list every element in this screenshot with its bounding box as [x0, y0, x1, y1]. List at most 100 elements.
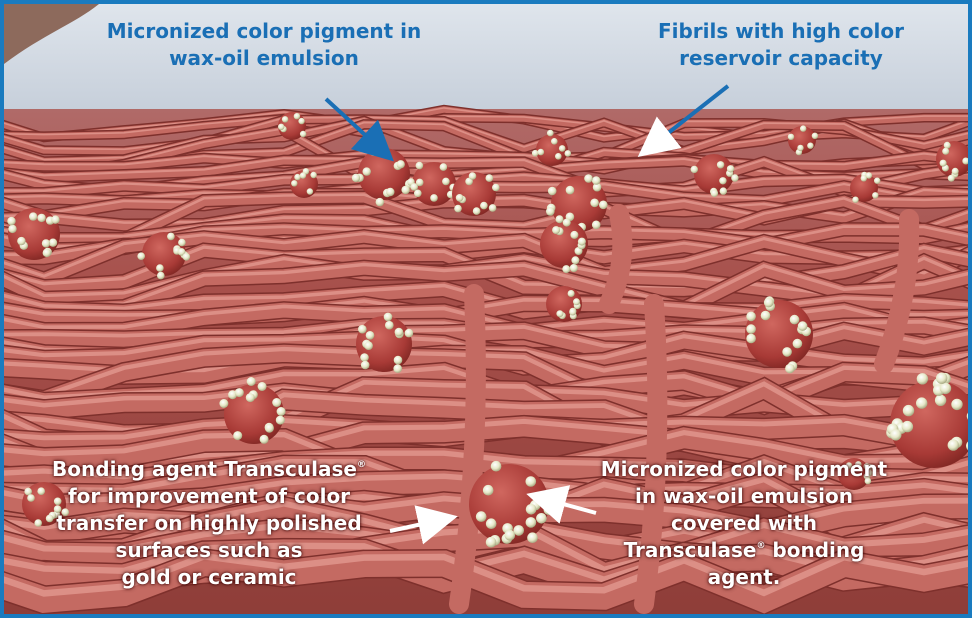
emulsion-droplet — [272, 398, 281, 407]
emulsion-droplet — [546, 207, 555, 216]
emulsion-droplet — [746, 312, 756, 322]
emulsion-droplet — [233, 431, 242, 440]
emulsion-droplet — [731, 174, 738, 181]
emulsion-droplet — [416, 162, 424, 170]
emulsion-droplet — [394, 356, 403, 365]
emulsion-droplet — [573, 298, 580, 305]
emulsion-droplet — [414, 190, 422, 198]
emulsion-droplet — [746, 324, 756, 334]
label-pigment-wax-oil: Micronized color pigment in wax-oil emul… — [64, 18, 464, 72]
emulsion-droplet — [278, 124, 284, 130]
emulsion-droplet — [298, 118, 304, 124]
emulsion-droplet — [300, 131, 306, 137]
emulsion-droplet — [948, 439, 959, 450]
emulsion-droplet — [948, 175, 955, 182]
emulsion-droplet — [376, 198, 384, 206]
emulsion-droplet — [571, 256, 579, 264]
emulsion-droplet — [592, 221, 601, 230]
label-covered-line5: agent. — [564, 564, 924, 591]
emulsion-droplet — [405, 329, 414, 338]
emulsion-droplet — [807, 143, 813, 149]
emulsion-droplet — [570, 264, 578, 272]
emulsion-droplet — [936, 373, 947, 384]
emulsion-droplet — [246, 393, 255, 402]
emulsion-droplet — [935, 395, 946, 406]
emulsion-droplet — [538, 149, 545, 156]
emulsion-droplet — [797, 145, 803, 151]
emulsion-droplet — [258, 382, 267, 391]
label-covered-pigment: Micronized color pigment in wax-oil emul… — [564, 456, 924, 591]
label-bonding-line2: for improvement of color — [14, 483, 404, 510]
emulsion-droplet — [442, 178, 450, 186]
emulsion-droplet — [480, 202, 488, 210]
emulsion-droplet — [793, 339, 803, 349]
emulsion-droplet — [903, 405, 914, 416]
label-covered-line1: Micronized color pigment — [564, 456, 924, 483]
emulsion-droplet — [962, 158, 969, 165]
emulsion-droplet — [691, 166, 698, 173]
emulsion-droplet — [430, 194, 438, 202]
emulsion-droplet — [552, 226, 560, 234]
emulsion-droplet — [364, 341, 373, 350]
emulsion-droplet — [788, 134, 794, 140]
emulsion-droplet — [526, 476, 537, 487]
emulsion-droplet — [590, 199, 599, 208]
emulsion-droplet — [872, 192, 878, 198]
label-fibrils: Fibrils with high color reservoir capaci… — [616, 18, 946, 72]
label-pigment-line1: Micronized color pigment in — [64, 18, 464, 45]
emulsion-droplet — [578, 238, 586, 246]
emulsion-droplet — [532, 150, 539, 157]
emulsion-droplet — [260, 435, 269, 444]
emulsion-droplet — [720, 187, 727, 194]
emulsion-droplet — [483, 485, 494, 496]
emulsion-droplet — [568, 290, 575, 297]
emulsion-droplet — [276, 416, 285, 425]
emulsion-droplet — [454, 205, 462, 213]
emulsion-droplet — [890, 429, 901, 440]
emulsion-droplet — [513, 525, 524, 536]
emulsion-droplet — [29, 212, 37, 220]
label-pigment-line2: wax-oil emulsion — [64, 45, 464, 72]
emulsion-droplet — [157, 272, 165, 280]
label-fibrils-line1: Fibrils with high color — [616, 18, 946, 45]
emulsion-droplet — [183, 253, 191, 261]
emulsion-droplet — [592, 176, 601, 185]
emulsion-droplet — [536, 513, 547, 524]
emulsion-droplet — [800, 125, 806, 131]
emulsion-droplet — [361, 361, 370, 370]
emulsion-droplet — [526, 517, 537, 528]
emulsion-droplet — [8, 225, 16, 233]
emulsion-droplet — [401, 186, 409, 194]
emulsion-droplet — [812, 133, 818, 139]
emulsion-droplet — [219, 399, 228, 408]
registered-mark: ® — [357, 460, 366, 470]
emulsion-droplet — [360, 353, 369, 362]
emulsion-droplet — [563, 219, 571, 227]
emulsion-droplet — [952, 168, 959, 175]
label-bonding-line3: transfer on highly polished — [14, 510, 404, 537]
emulsion-droplet — [385, 321, 394, 330]
emulsion-droplet — [277, 407, 286, 416]
emulsion-droplet — [852, 197, 858, 203]
emulsion-droplet — [916, 397, 927, 408]
label-covered-line3: covered with — [564, 510, 924, 537]
emulsion-droplet — [486, 518, 497, 529]
emulsion-droplet — [569, 309, 576, 316]
emulsion-droplet — [556, 310, 563, 317]
emulsion-droplet — [951, 399, 962, 410]
emulsion-droplet — [43, 249, 51, 257]
emulsion-droplet — [486, 174, 494, 182]
emulsion-droplet — [300, 172, 306, 178]
emulsion-droplet — [584, 174, 593, 183]
emulsion-droplet — [489, 204, 497, 212]
emulsion-droplet — [555, 153, 562, 160]
emulsion-droplet — [310, 172, 316, 178]
label-fibrils-line2: reservoir capacity — [616, 45, 946, 72]
emulsion-droplet — [798, 321, 808, 331]
emulsion-droplet — [719, 177, 726, 184]
emulsion-droplet — [352, 174, 360, 182]
emulsion-droplet — [247, 377, 256, 386]
emulsion-droplet — [746, 334, 756, 344]
emulsion-droplet — [265, 424, 274, 433]
